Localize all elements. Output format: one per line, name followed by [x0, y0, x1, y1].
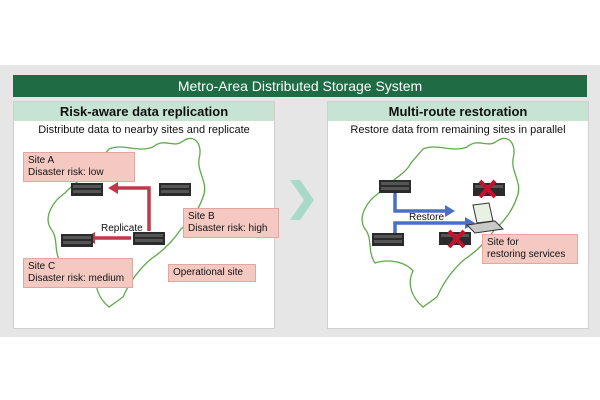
restoring-site-line2: restoring services	[487, 249, 566, 260]
replication-map: Replicate	[47, 137, 206, 308]
replicate-label: Replicate	[101, 223, 143, 234]
replication-subtitle: Distribute data to nearby sites and repl…	[38, 124, 250, 136]
site-a-callout: Site A Disaster risk: low	[23, 152, 135, 182]
site-c-name: Site C	[28, 261, 56, 272]
replicate-arrowhead-a	[108, 182, 118, 194]
region-outline	[47, 137, 206, 308]
region-outline	[361, 137, 520, 308]
failure-x-icon	[447, 229, 466, 249]
site-c-callout: Site C Disaster risk: medium	[23, 258, 133, 288]
server-site-b	[159, 183, 191, 196]
transition-chevron-icon	[290, 180, 314, 220]
restore-arrow-lower	[393, 221, 467, 233]
restoration-heading: Multi-route restoration	[328, 102, 588, 121]
restore-arrowhead-upper	[445, 205, 455, 217]
operational-site-label: Operational site	[173, 267, 244, 278]
restore-arrow-upper	[393, 188, 447, 213]
restore-label: Restore	[409, 212, 444, 223]
server-site-a	[71, 183, 103, 196]
laptop-icon	[465, 202, 505, 234]
replication-heading: Risk-aware data replication	[14, 102, 274, 121]
server-operational-site	[133, 232, 165, 245]
restoring-site-line1: Site for	[487, 237, 519, 248]
site-b-name: Site B	[188, 211, 215, 222]
diagram-title: Metro-Area Distributed Storage System	[13, 75, 587, 97]
server-remaining-lower	[372, 233, 404, 246]
failure-x-icon	[478, 179, 497, 199]
restoring-site-callout: Site for restoring services	[482, 234, 578, 264]
restoration-subtitle: Restore data from remaining sites in par…	[350, 124, 566, 136]
replicate-arrow-to-a	[116, 186, 151, 231]
site-b-risk: Disaster risk: high	[188, 223, 268, 234]
server-site-c	[61, 234, 93, 247]
site-b-callout: Site B Disaster risk: high	[183, 208, 279, 238]
site-c-risk: Disaster risk: medium	[28, 273, 125, 284]
site-a-risk: Disaster risk: low	[28, 167, 104, 178]
server-remaining-upper	[379, 180, 411, 193]
restoration-panel: Multi-route restoration Restore data fro…	[327, 101, 589, 329]
operational-site-callout: Operational site	[168, 264, 256, 282]
restoration-map: Restore	[361, 137, 520, 308]
site-a-name: Site A	[28, 155, 55, 166]
